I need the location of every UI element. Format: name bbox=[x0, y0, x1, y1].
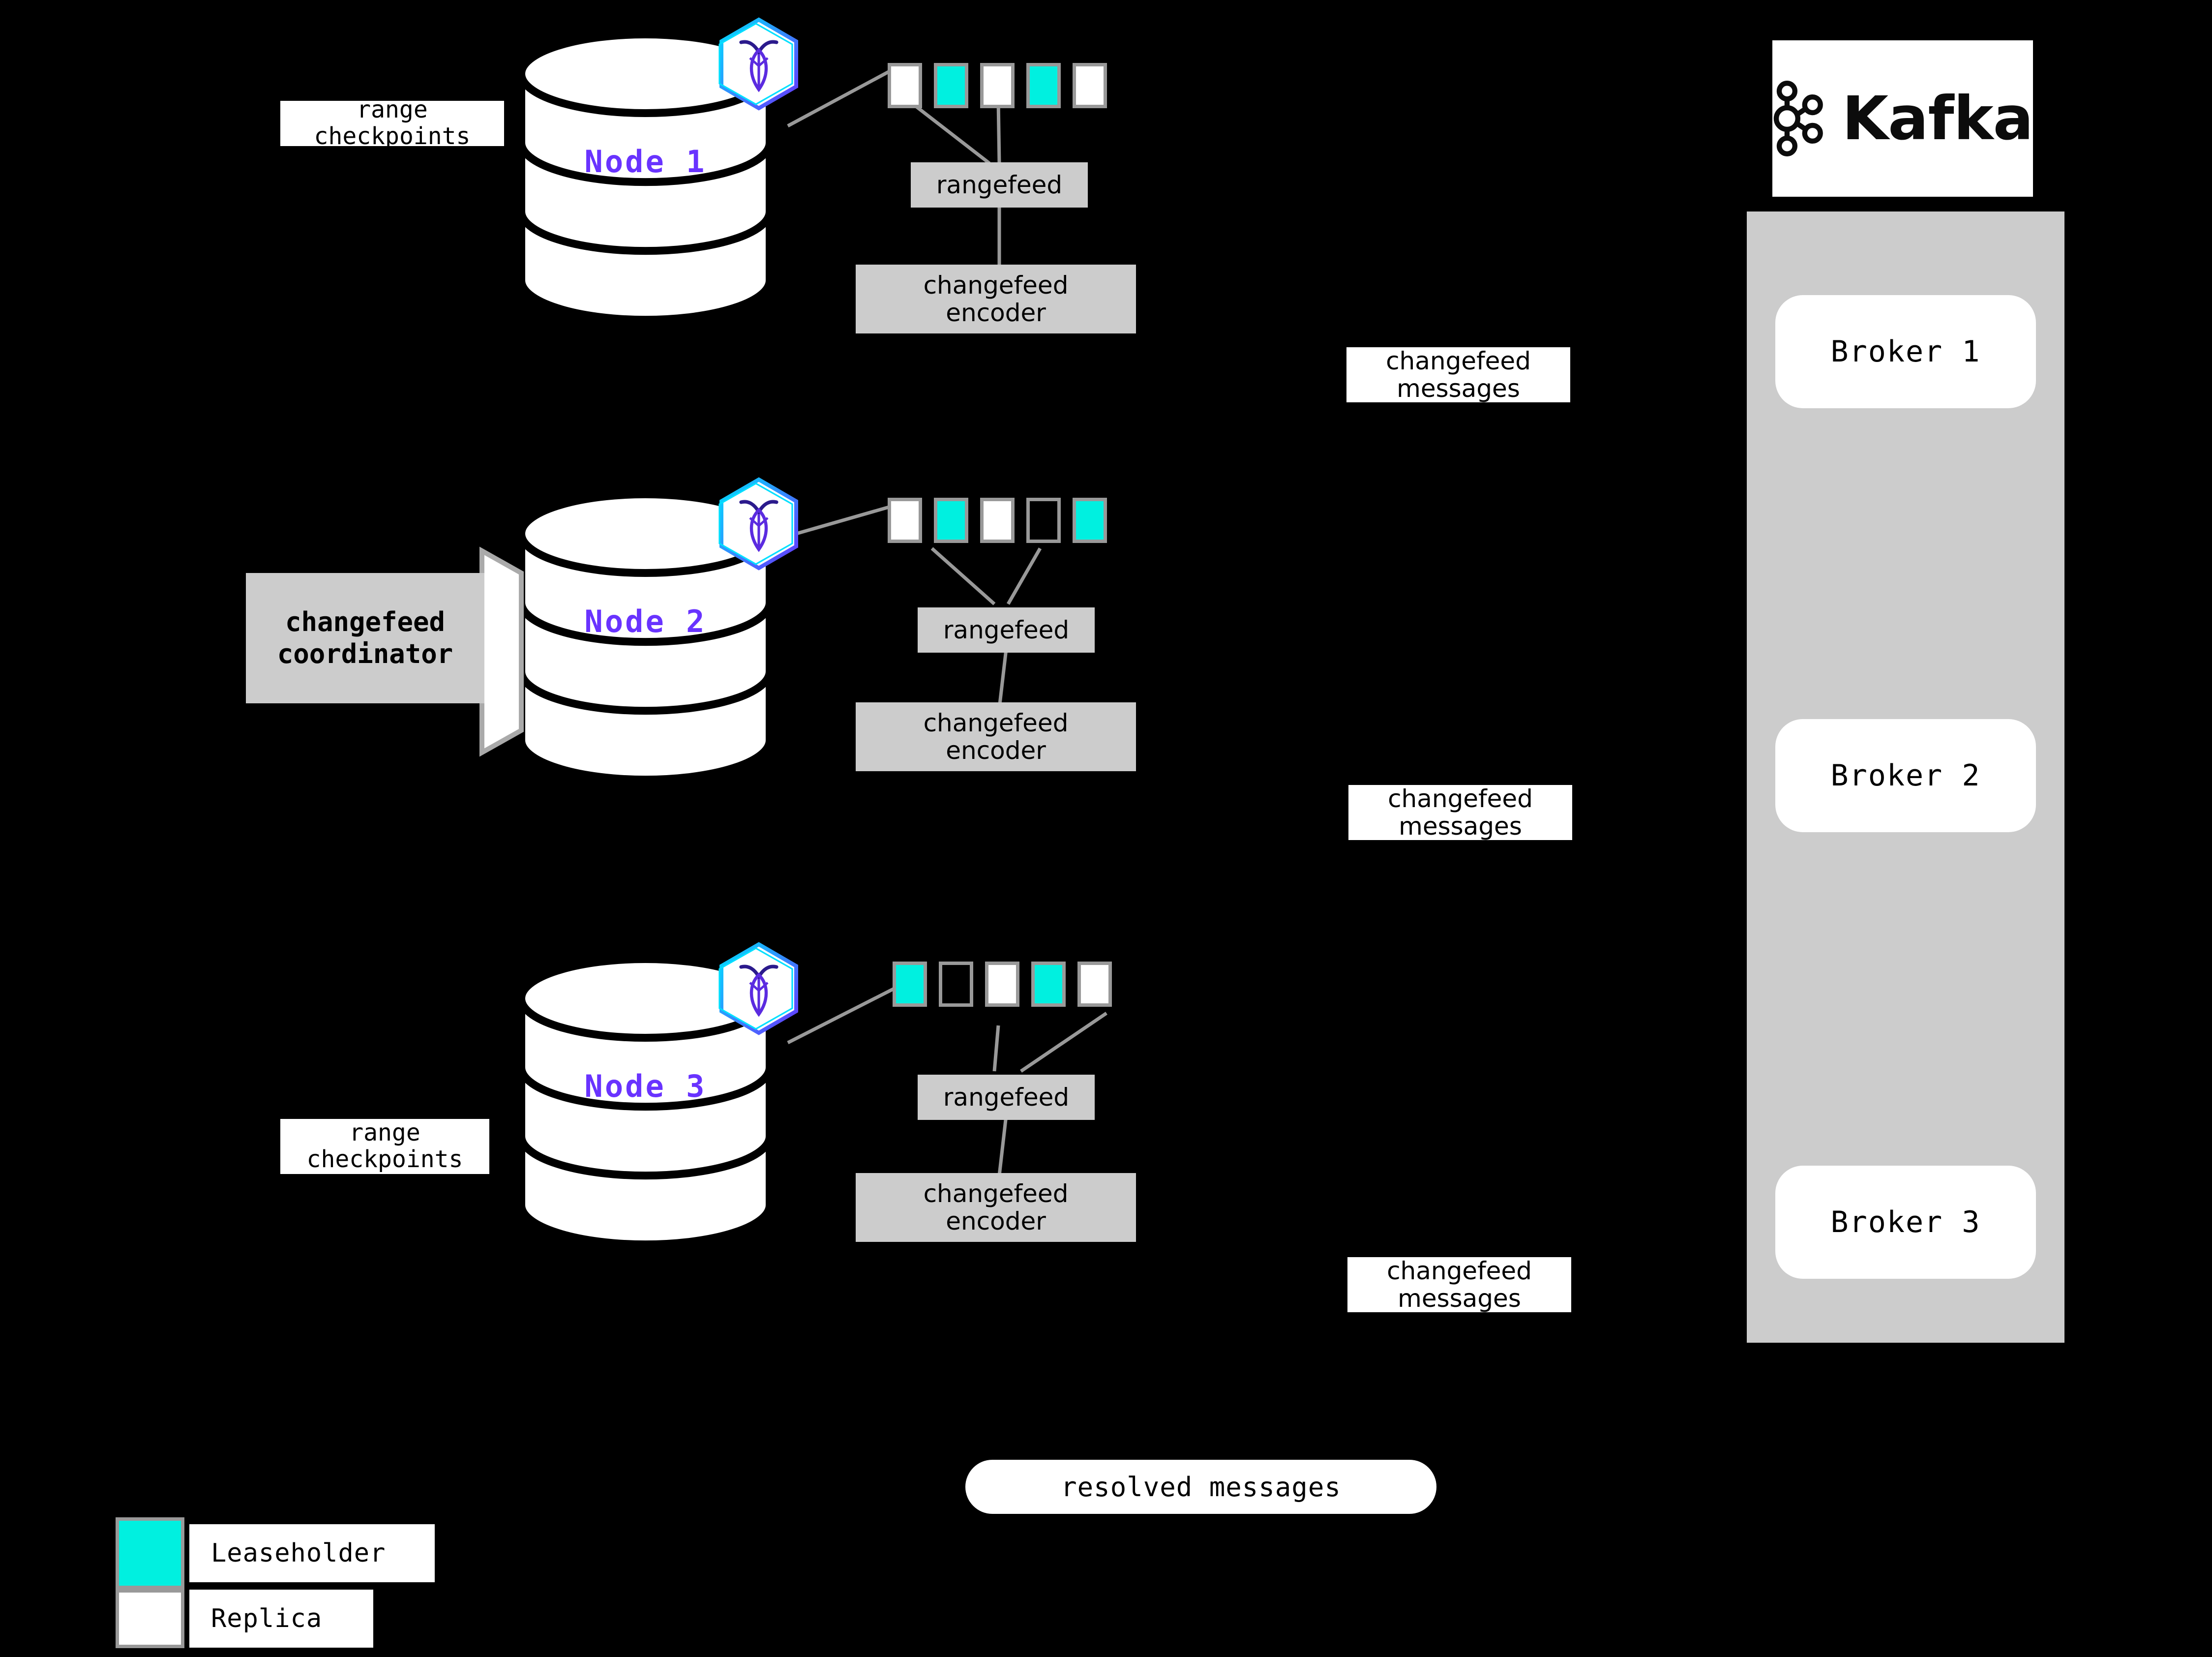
broker-1[interactable]: Broker 1 bbox=[1775, 295, 2036, 408]
node-3-cylinder: Node 3 bbox=[516, 954, 775, 1249]
changefeed-messages-label-2: changefeed messages bbox=[1348, 785, 1572, 840]
range-box[interactable] bbox=[1026, 63, 1061, 108]
changefeed-coordinator-flag: changefeed coordinator bbox=[246, 573, 484, 703]
node-2-rangefeed-box[interactable]: rangefeed bbox=[918, 607, 1095, 653]
broker-3[interactable]: Broker 3 bbox=[1775, 1166, 2036, 1279]
node-1-range-checkpoints: range checkpoints bbox=[280, 96, 504, 150]
legend: Leaseholder Replica bbox=[116, 1517, 460, 1648]
node-2-label: Node 2 bbox=[584, 603, 707, 639]
legend-swatch-leaseholder bbox=[116, 1517, 184, 1589]
legend-item-leaseholder: Leaseholder bbox=[116, 1517, 435, 1589]
cockroachdb-logo bbox=[710, 939, 808, 1038]
range-box[interactable] bbox=[1077, 962, 1112, 1007]
node-1-changefeed-encoder-box[interactable]: changefeed encoder bbox=[856, 265, 1136, 333]
resolved-messages-pill[interactable]: resolved messages bbox=[965, 1460, 1436, 1514]
range-box[interactable] bbox=[1026, 498, 1061, 543]
range-box[interactable] bbox=[934, 63, 968, 108]
legend-swatch-replica bbox=[116, 1589, 184, 1648]
node-3-changefeed-encoder-box[interactable]: changefeed encoder bbox=[856, 1173, 1136, 1242]
kafka-inbound-arrow bbox=[2064, 331, 2083, 347]
range-box[interactable] bbox=[888, 498, 922, 543]
cockroachdb-logo bbox=[710, 475, 808, 573]
range-box[interactable] bbox=[1073, 498, 1107, 543]
range-box[interactable] bbox=[980, 63, 1015, 108]
range-box[interactable] bbox=[888, 63, 922, 108]
node-3-label: Node 3 bbox=[584, 1068, 707, 1104]
node-2-ranges bbox=[888, 498, 1119, 543]
node-1-label: Node 1 bbox=[584, 144, 707, 180]
node-3-range-checkpoints: range checkpoints bbox=[280, 1119, 489, 1174]
legend-item-replica: Replica bbox=[116, 1589, 373, 1648]
node-1-rangefeed-box[interactable]: rangefeed bbox=[911, 162, 1088, 208]
node-1-ranges bbox=[888, 63, 1119, 108]
legend-label-replica: Replica bbox=[189, 1590, 373, 1648]
node-3-rangefeed-box[interactable]: rangefeed bbox=[918, 1075, 1095, 1120]
node-1-cylinder: Node 1 bbox=[516, 30, 775, 325]
broker-2[interactable]: Broker 2 bbox=[1775, 719, 2036, 832]
range-box[interactable] bbox=[939, 962, 973, 1007]
range-box[interactable] bbox=[934, 498, 968, 543]
range-box[interactable] bbox=[985, 962, 1019, 1007]
range-box[interactable] bbox=[980, 498, 1015, 543]
changefeed-coordinator[interactable]: changefeed coordinator bbox=[246, 546, 526, 757]
changefeed-messages-label-3: changefeed messages bbox=[1347, 1257, 1571, 1312]
range-box[interactable] bbox=[1073, 63, 1107, 108]
node-2-cylinder: Node 2 bbox=[516, 489, 775, 784]
legend-label-leaseholder: Leaseholder bbox=[189, 1524, 435, 1582]
range-box[interactable] bbox=[1031, 962, 1066, 1007]
kafka-mark-icon bbox=[1773, 81, 1823, 156]
kafka-logo: Kafka bbox=[1772, 40, 2033, 197]
range-box[interactable] bbox=[893, 962, 927, 1007]
node-2-changefeed-encoder-box[interactable]: changefeed encoder bbox=[856, 702, 1136, 771]
changefeed-messages-label-1: changefeed messages bbox=[1346, 347, 1570, 402]
node-3-ranges bbox=[893, 962, 1124, 1007]
kafka-wordmark: Kafka bbox=[1842, 84, 2033, 153]
cockroachdb-logo bbox=[710, 15, 808, 113]
